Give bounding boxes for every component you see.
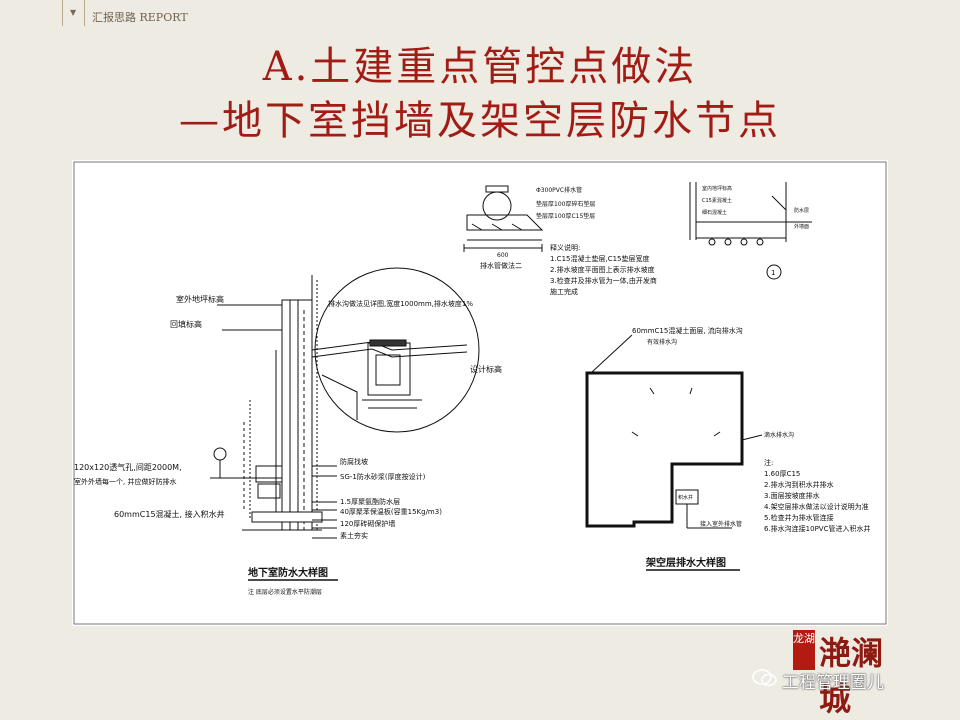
watermark: 工程管理圈儿 [752, 666, 952, 693]
note-line: 2.排水沟到积水井排水 [764, 480, 834, 489]
label-layer2: SG-1防水砂浆(厚度按设计) [340, 472, 426, 481]
label-layer5: 120厚砖砌保护墙 [340, 519, 395, 528]
basement-detail [210, 267, 480, 539]
note-line: 4.架空层排水做法以设计说明为准 [764, 502, 869, 511]
label-bubble-note: 排水沟做法见详图,宽度1000mm,排水坡度1% [328, 299, 473, 308]
pipe-dim-num: 600 [497, 252, 509, 259]
corner-label5: 外墙面 [794, 223, 809, 230]
drawing-frame [73, 161, 887, 625]
brand-logo: 龙湖 滟澜城 [793, 626, 913, 718]
note-line: 施工完成 [550, 287, 578, 296]
label-concrete60: 60mmC15混凝土, 接入积水井 [114, 509, 225, 519]
elev-right1: 滴水排水沟 [764, 431, 794, 439]
pipe-top-label: Φ300PVC排水管 [536, 186, 582, 194]
label-gap-note: 120x120透气孔,间距2000M, [74, 462, 182, 472]
section-notes: 释义说明: 1.C15混凝土垫层,C15垫层宽度 2.排水坡度平面图上表示排水坡度… [550, 243, 657, 296]
elev-top-note: 60mmC15混凝土面层, 流向排水沟 [632, 326, 743, 335]
elev-notes-text: 注: [764, 458, 773, 467]
note-line: 3.面层按坡度排水 [764, 491, 820, 500]
label-layer1: 防腐找坡 [340, 457, 368, 466]
note-line: 5.检查井为排水管连接 [764, 513, 834, 522]
basement-note: 注 底层必须设置水平防潮层 [248, 588, 322, 596]
label-layer6: 素土夯实 [340, 531, 368, 540]
dropdown-arrow-icon[interactable]: ▼ [70, 8, 77, 17]
note-line: 3.检查井及排水管为一体,由开发商 [550, 276, 657, 285]
pipe-dim2: 垫层厚100厚C15垫层 [536, 212, 595, 220]
slide-title-line2: —地下室挡墙及架空层防水节点 [179, 98, 781, 144]
pit-out: 接入室外排水管 [700, 520, 742, 528]
wechat-icon [752, 669, 777, 687]
pipe-dim1: 垫层厚100厚碎石垫层 [536, 200, 595, 208]
elevated-caption: 架空层排水大样图 [645, 556, 726, 569]
breadcrumb: 汇报思路 REPORT [92, 11, 188, 24]
top-bar: ▼ 汇报思路 REPORT [0, 0, 960, 34]
corner-label4: 防水层 [794, 207, 809, 214]
label-outdoor-level: 室外地坪标高 [176, 294, 224, 304]
section-notes-text: 释义说明: [550, 243, 580, 252]
label-design-level: 设计标高 [470, 364, 502, 374]
slide-title-line1: A.土建重点管控点做法 [262, 44, 698, 90]
corner-label1: 室内地坪标高 [702, 185, 732, 192]
label-gap-note2: 室外外墙每一个, 并应做好防排水 [74, 477, 176, 486]
corner-num: 1 [771, 269, 775, 277]
brand-name: 滟澜城 [819, 634, 884, 718]
elev-notes: 注: 1.60厚C15 2.排水沟到积水井排水 3.面层按坡度排水 4.架空层排水做法… [764, 458, 870, 533]
brand-seal: 龙湖 [793, 630, 815, 670]
divider [84, 0, 85, 26]
pipe-section [463, 185, 544, 252]
corner-label3: 细石混凝土 [702, 209, 727, 216]
basement-caption: 地下室防水大样图 [248, 566, 328, 579]
label-layer4: 40厚聚苯保温板(容重15Kg/m3) [340, 507, 442, 516]
label-backfill-level: 回填标高 [170, 319, 202, 329]
corner-detail [689, 182, 812, 280]
technical-drawing: 室外地坪标高 回填标高 设计标高 120x120透气孔,间距2000M, 室外外… [72, 160, 888, 626]
elevated-plan [585, 334, 763, 529]
label-layer3: 1.5厚聚氨酯防水层 [340, 497, 400, 506]
note-line: 1.C15混凝土垫层,C15垫层宽度 [550, 254, 650, 263]
note-line: 1.60厚C15 [764, 470, 800, 478]
pipe-caption: 排水管做法二 [480, 261, 522, 270]
divider [62, 0, 63, 26]
note-line: 6.排水沟连接10PVC管进入积水井 [764, 524, 870, 533]
elev-top-note2: 有效排水沟 [647, 338, 677, 346]
pit-label: 积水井 [678, 494, 693, 501]
drawing-svg: 室外地坪标高 回填标高 设计标高 120x120透气孔,间距2000M, 室外外… [73, 161, 887, 625]
watermark-text: 工程管理圈儿 [782, 673, 884, 693]
corner-label2: C15素混凝土 [702, 197, 732, 204]
note-line: 2.排水坡度平面图上表示排水坡度 [550, 265, 655, 274]
